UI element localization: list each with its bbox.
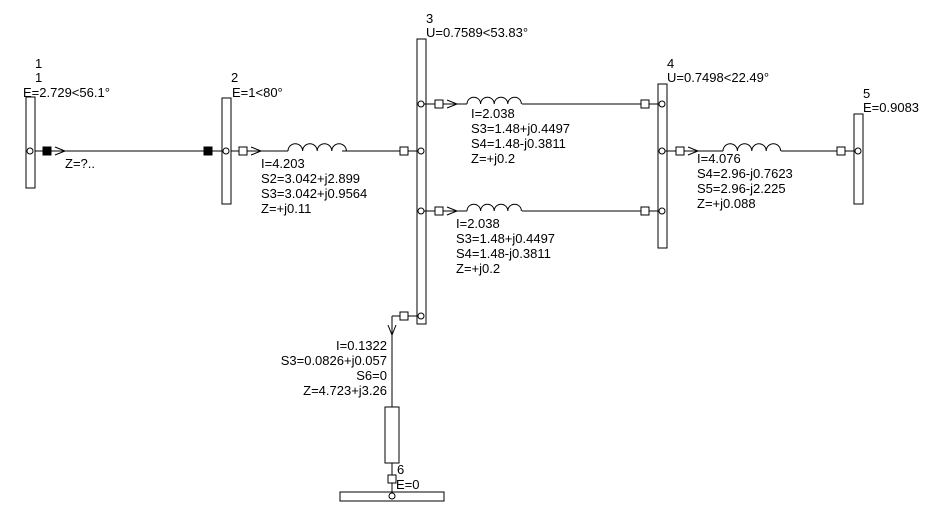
branch-1-2[interactable] bbox=[26, 146, 230, 156]
node-1-id: 1 bbox=[35, 56, 42, 71]
branch-3-4-lower-z: Z=+j0.2 bbox=[456, 261, 500, 276]
terminal-node bbox=[658, 100, 666, 108]
flow-arrow bbox=[687, 146, 700, 156]
node-5-labels: 5 E=0.9083 bbox=[863, 86, 919, 115]
node-6-labels: 6 E=0 bbox=[396, 462, 420, 492]
terminal-node bbox=[854, 147, 862, 155]
branch-3-4-upper-z: Z=+j0.2 bbox=[471, 151, 515, 166]
terminal-node bbox=[388, 492, 396, 500]
branch-4-5-z: Z=+j0.088 bbox=[697, 196, 756, 211]
node-2-id: 2 bbox=[231, 70, 238, 85]
breaker-closed[interactable] bbox=[203, 146, 213, 156]
breaker-open[interactable] bbox=[399, 146, 409, 156]
branch-3-4-upper[interactable] bbox=[417, 96, 666, 109]
terminal-node bbox=[658, 147, 666, 155]
branch-3-4-lower-power-from: S3=1.48+j0.4497 bbox=[456, 231, 555, 246]
branch-4-5-power-from: S4=2.96-j0.7623 bbox=[697, 166, 793, 181]
flow-arrow bbox=[54, 146, 67, 156]
node-1-labels: 1 1 E=2.729<56.1° bbox=[23, 56, 110, 100]
node-3-id: 3 bbox=[426, 11, 433, 26]
branch-3-4-lower[interactable] bbox=[417, 203, 666, 216]
breaker-open[interactable] bbox=[238, 146, 248, 156]
breaker-open[interactable] bbox=[399, 311, 409, 321]
node-6-value: E=0 bbox=[396, 477, 420, 492]
branch-3-4-upper-current: I=2.038 bbox=[471, 106, 515, 121]
inductor-icon bbox=[466, 203, 522, 212]
branch-3-6[interactable] bbox=[384, 311, 425, 500]
node-1-value: E=2.729<56.1° bbox=[23, 85, 110, 100]
branch-1-2-z: Z=?.. bbox=[65, 156, 95, 171]
breaker-open[interactable] bbox=[434, 206, 444, 216]
resistor-icon bbox=[384, 406, 400, 464]
branch-2-3[interactable] bbox=[231, 143, 425, 156]
breaker-closed[interactable] bbox=[42, 146, 52, 156]
node-4-id: 4 bbox=[667, 56, 674, 71]
branch-2-3-power-from: S2=3.042+j2.899 bbox=[261, 171, 360, 186]
terminal-node bbox=[222, 147, 230, 155]
branch-3-4-upper-power-to: S4=1.48-j0.3811 bbox=[471, 136, 566, 151]
branch-3-4-lower-current: I=2.038 bbox=[456, 216, 500, 231]
branch-2-3-power-to: S3=3.042+j0.9564 bbox=[261, 186, 367, 201]
branch-4-5-power-to: S5=2.96-j2.225 bbox=[697, 181, 786, 196]
branch-4-5[interactable] bbox=[658, 143, 862, 156]
breaker-open[interactable] bbox=[387, 474, 397, 484]
branch-3-6-current: I=0.1322 bbox=[336, 338, 387, 353]
node-3-labels: 3 U=0.7589<53.83° bbox=[426, 11, 528, 40]
branch-4-5-labels: I=4.076 S4=2.96-j0.7623 S5=2.96-j2.225 Z… bbox=[697, 151, 793, 211]
node-2-labels: 2 E=1<80° bbox=[231, 70, 283, 100]
branch-2-3-z: Z=+j0.11 bbox=[261, 201, 311, 216]
bus-1[interactable] bbox=[25, 96, 36, 189]
branch-3-4-lower-power-to: S4=1.48-j0.3811 bbox=[456, 246, 551, 261]
branch-3-6-power-from: S3=0.0826+j0.057 bbox=[281, 353, 387, 368]
bus-4[interactable] bbox=[657, 83, 668, 249]
bus-5[interactable] bbox=[853, 113, 864, 205]
terminal-node bbox=[26, 147, 34, 155]
branch-4-5-current: I=4.076 bbox=[697, 151, 741, 166]
breaker-open[interactable] bbox=[675, 146, 685, 156]
branch-3-4-upper-power-from: S3=1.48+j0.4497 bbox=[471, 121, 570, 136]
flow-arrow bbox=[250, 146, 263, 156]
node-3-value: U=0.7589<53.83° bbox=[426, 25, 528, 40]
branch-2-3-labels: I=4.203 S2=3.042+j2.899 S3=3.042+j0.9564… bbox=[261, 156, 367, 216]
branch-3-6-power-to: S6=0 bbox=[356, 368, 387, 383]
flow-arrow bbox=[446, 99, 459, 109]
branch-3-4-lower-labels: I=2.038 S3=1.48+j0.4497 S4=1.48-j0.3811 … bbox=[456, 216, 555, 276]
breaker-open[interactable] bbox=[640, 99, 650, 109]
inductor-icon bbox=[466, 96, 522, 105]
node-6-id: 6 bbox=[397, 462, 404, 477]
breaker-open[interactable] bbox=[434, 99, 444, 109]
node-2-value: E=1<80° bbox=[232, 85, 283, 100]
terminal-node bbox=[417, 207, 425, 215]
node-4-labels: 4 U=0.7498<22.49° bbox=[667, 56, 769, 85]
terminal-node bbox=[417, 312, 425, 320]
branch-3-6-z: Z=4.723+j3.26 bbox=[303, 383, 387, 398]
node-1-name: 1 bbox=[35, 70, 42, 85]
node-4-value: U=0.7498<22.49° bbox=[667, 70, 769, 85]
flow-arrow bbox=[387, 324, 397, 337]
branch-3-6-labels: I=0.1322 S3=0.0826+j0.057 S6=0 Z=4.723+j… bbox=[281, 338, 387, 398]
inductor-icon bbox=[287, 143, 347, 152]
node-5-value: E=0.9083 bbox=[863, 100, 919, 115]
bus-3[interactable] bbox=[416, 38, 427, 325]
branch-3-4-upper-labels: I=2.038 S3=1.48+j0.4497 S4=1.48-j0.3811 … bbox=[471, 106, 570, 166]
node-5-id: 5 bbox=[863, 86, 870, 101]
terminal-node bbox=[658, 207, 666, 215]
breaker-open[interactable] bbox=[836, 146, 846, 156]
terminal-node bbox=[417, 147, 425, 155]
breaker-open[interactable] bbox=[640, 206, 650, 216]
inductor-icon bbox=[722, 143, 782, 152]
terminal-node bbox=[417, 100, 425, 108]
branch-2-3-current: I=4.203 bbox=[261, 156, 305, 171]
flow-arrow bbox=[446, 206, 459, 216]
